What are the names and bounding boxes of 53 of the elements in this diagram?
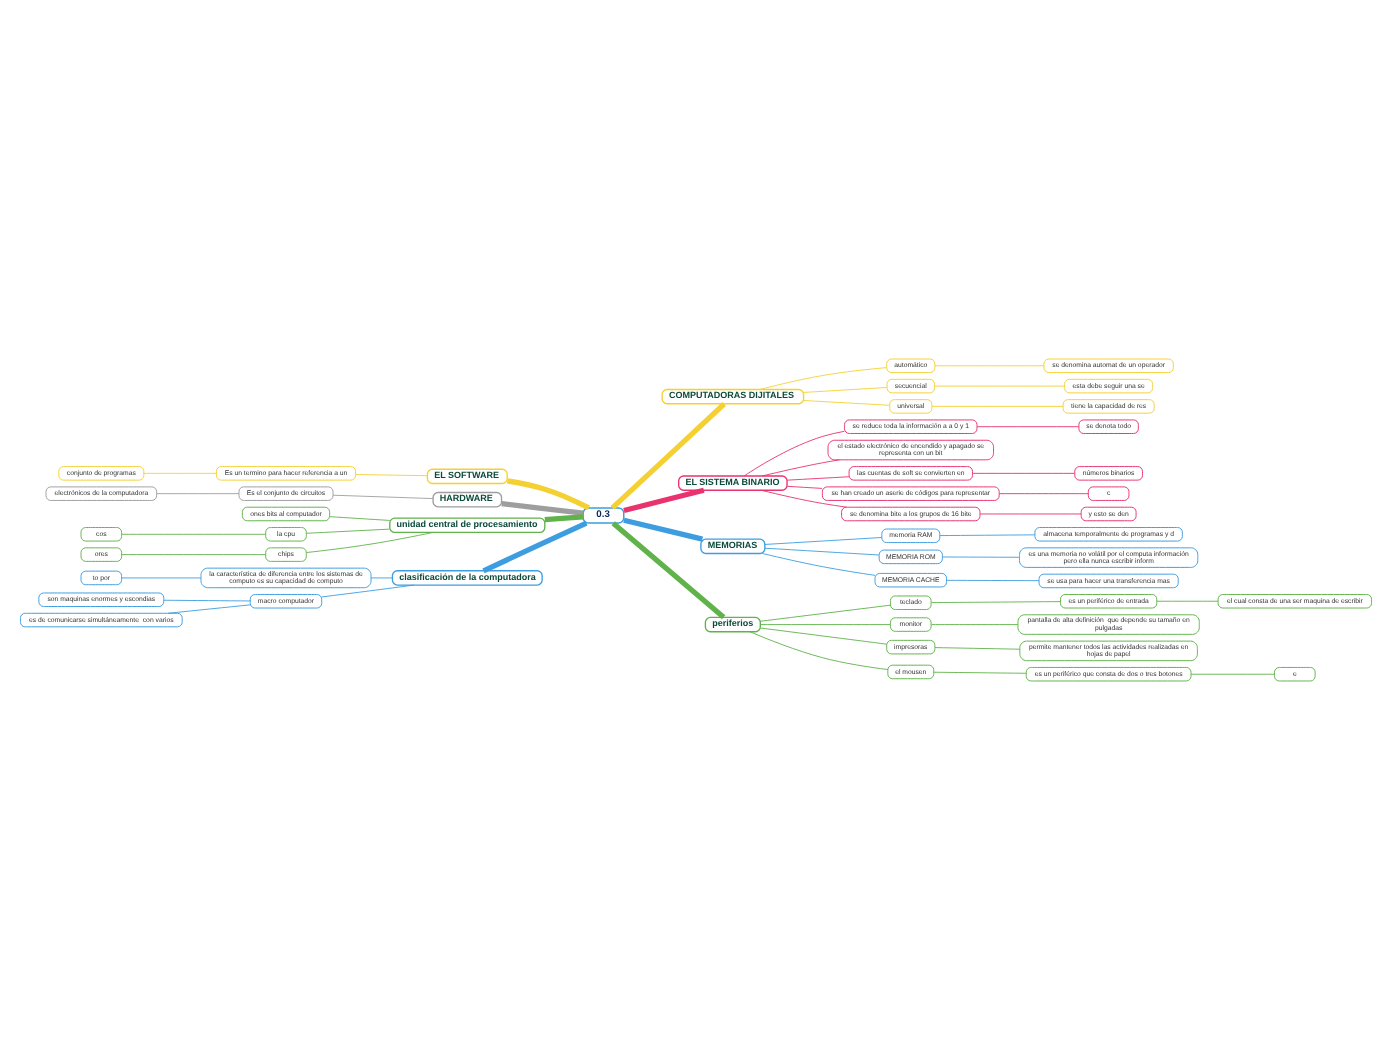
- connector: [121, 554, 266, 556]
- connector: [306, 532, 434, 553]
- connector: [482, 520, 588, 574]
- connector: [167, 604, 251, 614]
- connector: [764, 537, 883, 545]
- connector: [121, 533, 266, 535]
- connector: [946, 579, 1040, 582]
- connector: [764, 547, 880, 556]
- connector: [370, 577, 393, 579]
- connector: [143, 472, 217, 474]
- connector: [743, 430, 845, 477]
- connector: [976, 426, 1080, 428]
- connector: [786, 485, 823, 489]
- connector: [972, 472, 1076, 474]
- connector: [941, 556, 1020, 558]
- connector: [305, 528, 391, 534]
- connector: [163, 599, 251, 602]
- connector: [931, 601, 1061, 604]
- connector: [934, 365, 1045, 367]
- connector: [803, 387, 888, 393]
- connector: [762, 553, 876, 576]
- connector: [321, 584, 415, 598]
- connector: [939, 534, 1036, 537]
- connector: [544, 514, 584, 523]
- connector: [803, 400, 890, 406]
- connector: [501, 501, 584, 516]
- connector: [934, 647, 1021, 650]
- connector: [933, 671, 1027, 674]
- connector: [611, 521, 726, 620]
- connector: [759, 624, 891, 626]
- connector: [329, 516, 391, 521]
- connector: [506, 478, 591, 511]
- connector: [786, 476, 850, 481]
- connector: [121, 577, 202, 579]
- connector: [934, 385, 1065, 387]
- connector: [156, 493, 240, 495]
- connector: [759, 367, 887, 390]
- connector: [623, 517, 703, 542]
- connector: [761, 459, 840, 477]
- connector: [1190, 673, 1275, 675]
- connector: [759, 604, 891, 622]
- connector: [998, 493, 1089, 495]
- connector: [761, 489, 848, 508]
- connector: [759, 627, 888, 645]
- connector: [623, 487, 705, 514]
- connector: [979, 513, 1082, 515]
- connector: [749, 631, 889, 670]
- connector: [332, 494, 434, 499]
- connector: [610, 402, 726, 510]
- connector: [931, 624, 1019, 626]
- connector: [931, 405, 1064, 407]
- connector: [355, 474, 428, 477]
- connector: [1156, 600, 1219, 602]
